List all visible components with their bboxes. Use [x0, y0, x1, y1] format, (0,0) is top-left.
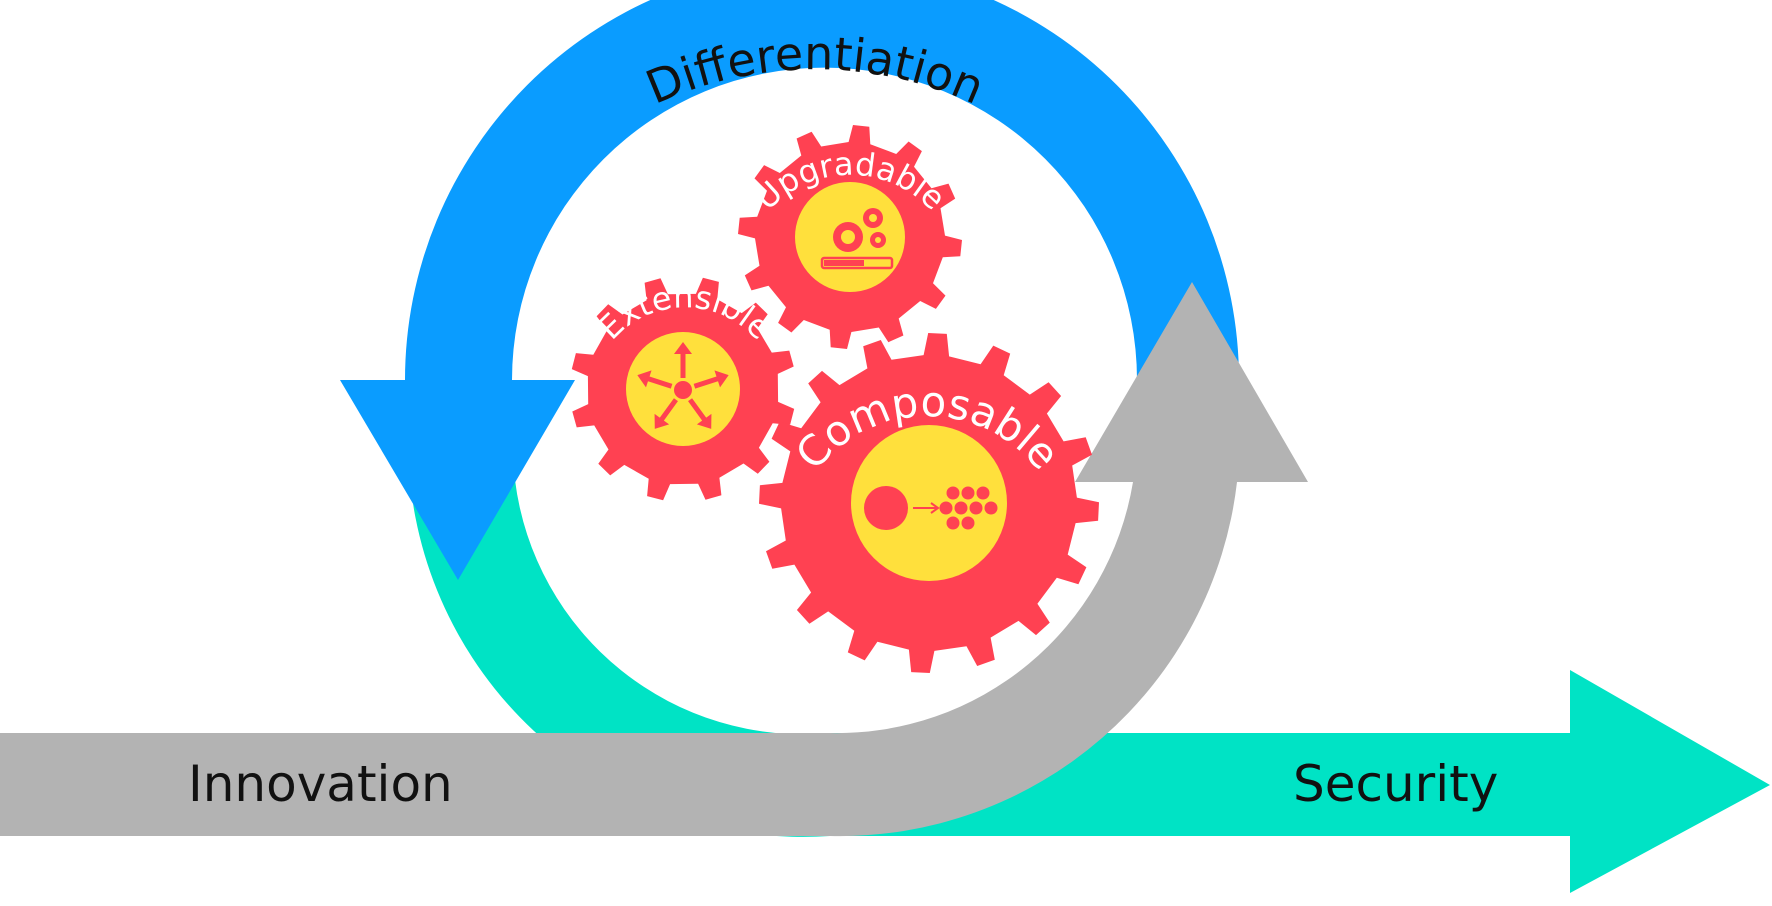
- radiate-arrow-head: [637, 370, 652, 388]
- radiate-arrow-head: [696, 413, 712, 429]
- gears-progress-icon: [820, 208, 894, 270]
- cluster-dot: [954, 501, 968, 515]
- gray-cycle-arrow: [0, 282, 1308, 837]
- cluster-dot: [946, 516, 960, 530]
- innovation-label: Innovation: [188, 755, 453, 813]
- cluster-dot: [984, 501, 998, 515]
- radiate-arrow-head: [674, 342, 692, 354]
- radiate-arrow-head: [714, 370, 729, 388]
- radiate-center: [674, 381, 692, 399]
- cluster-dot: [939, 501, 953, 515]
- radiating-arrows-icon: [637, 342, 729, 429]
- radiate-arrow-shaft: [688, 398, 708, 423]
- cluster-dot: [961, 486, 975, 500]
- cluster-dot: [976, 486, 990, 500]
- cluster-dot: [961, 516, 975, 530]
- circle-to-dots-icon: [864, 486, 998, 530]
- radiate-arrow-shaft: [693, 375, 720, 389]
- cluster-dot: [969, 501, 983, 515]
- cluster-dot: [946, 486, 960, 500]
- radiate-arrow-shaft: [646, 375, 673, 389]
- gear-composable-hub: [851, 425, 1007, 581]
- radiate-arrow-head: [654, 413, 670, 429]
- blue-cycle-arrow: [340, 0, 1239, 580]
- radiate-arrow-shaft: [658, 398, 678, 423]
- security-label: Security: [1293, 755, 1498, 813]
